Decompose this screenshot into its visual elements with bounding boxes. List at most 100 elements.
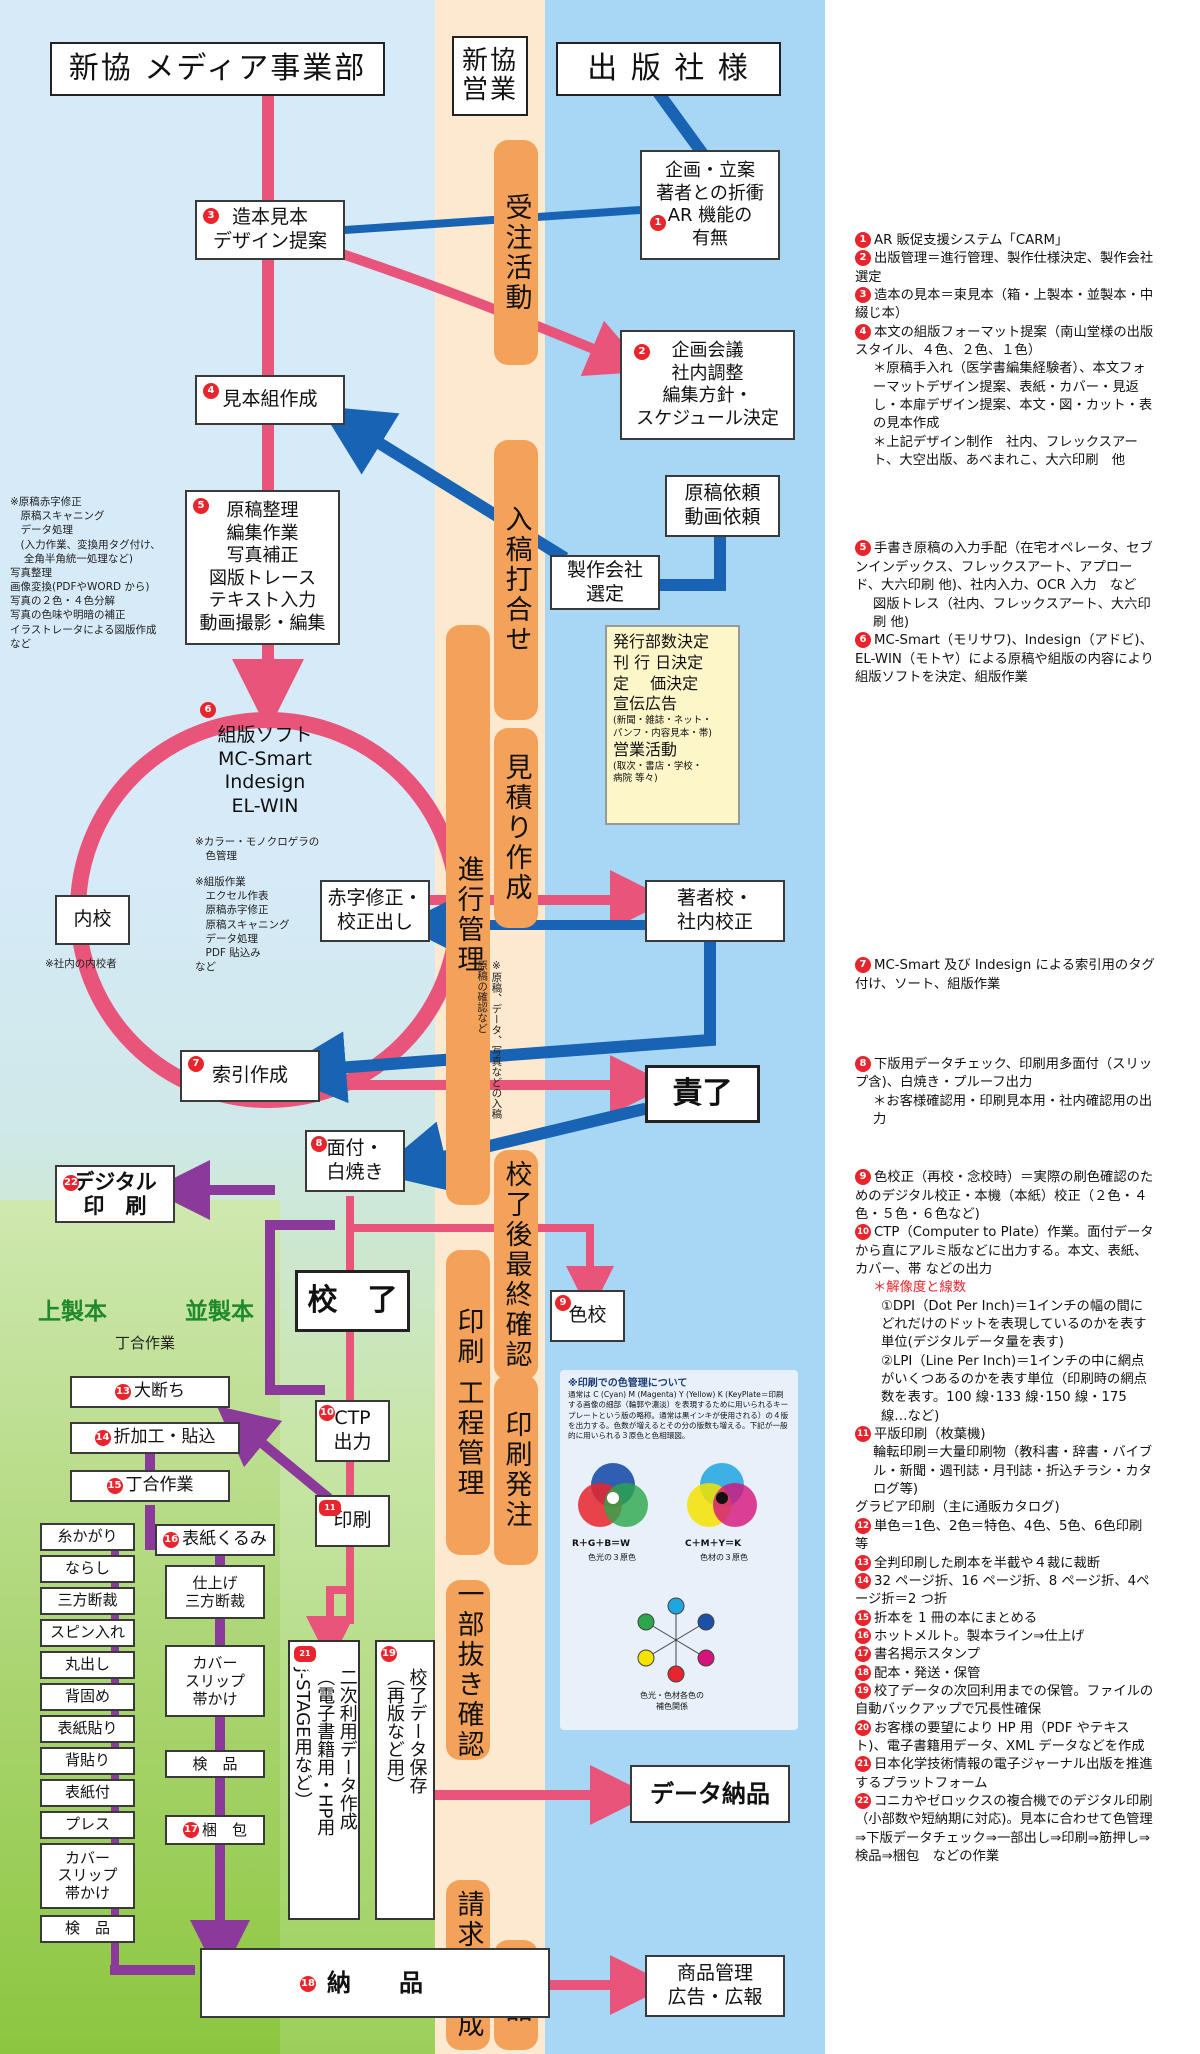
note-text: 単色＝1色、2色＝特色、4色、5色、6色印刷等 [855, 1518, 1143, 1553]
note-text: 平版印刷（枚葉機) [874, 1427, 986, 1443]
yellow-info-box: 発行部数決定 刊 行 日決定 定 価決定 宣伝広告 (新聞・雑誌・ネット・ パン… [605, 625, 740, 825]
hue-wheel [637, 1597, 715, 1683]
note-number-badge: 16 [855, 1627, 871, 1644]
cmy-circles [687, 1463, 757, 1527]
note-text: 色校正（再校・念校時）＝実際の刷色確認のためのデジタル校正・本機（本紙）校正（２… [855, 1170, 1154, 1222]
eigyo-sub: (取次・書店・学校・ 病院 等々) [613, 760, 703, 785]
kumihan-note: ※組版作業 エクセル作表 原稿赤字修正 原稿スキャニング データ処理 PDF 貼… [195, 876, 290, 974]
note-text: 書名掲示スタンプ [874, 1647, 980, 1663]
bunsu: 発行部数決定 [613, 632, 710, 651]
pill-koryo-kakunin: 校了後最終確認 [494, 1150, 538, 1380]
kankobi: 刊 行 日決定 [613, 652, 704, 672]
note-number-badge: 1 [855, 232, 871, 248]
box-sekiryo: 責了 [645, 1065, 760, 1123]
box-shohin: 商品管理 広告・広報 [645, 1955, 785, 2017]
note-text: 全判印刷した刷本を半截や４裁に裁断 [874, 1555, 1101, 1571]
cmy-caption: 色材の３原色 [700, 1553, 748, 1562]
note-number-badge: 13 [855, 1554, 871, 1571]
pill-juchu: 受注活動 [494, 140, 538, 365]
color-panel: ※印刷での色管理について 通常は C (Cyan) M (Magenta) Y … [560, 1370, 798, 1730]
note-number-badge: 2 [855, 250, 871, 267]
wheel-r [667, 1665, 685, 1683]
binding-step-left: 背固め [40, 1683, 135, 1711]
wheel-m [697, 1649, 715, 1667]
num-badge: 2 [634, 344, 650, 360]
note-number-badge: 14 [855, 1572, 871, 1589]
num-badge: 6 [200, 702, 216, 718]
genko-note: ※原稿赤字修正 原稿スキャニング データ処理 (入力作業、変換用タグ付け、 全角… [10, 496, 161, 650]
note-item: 図版トレス（社内、フレックスアート、大六印刷 他) [855, 596, 1155, 633]
note-text: 出版管理＝進行管理、製作仕様決定、製作会社選定 [855, 251, 1154, 285]
purple-to-nohin [110, 1890, 220, 1970]
num-badge: 8 [311, 1136, 327, 1152]
num-badge: 4 [203, 383, 219, 399]
binding-step-left: 表紙貼り [40, 1715, 135, 1743]
pink-to-niji [306, 1586, 354, 1664]
note-text: 造本の見本＝束見本（箱・上製本・並製本・中綴じ本） [855, 288, 1154, 322]
note-text: MC-Smart 及び Indesign による索引用のタグ付け、ソート、組版作… [855, 958, 1155, 992]
box-akaji: 赤字修正・ 校正出し [320, 880, 430, 942]
blue-irai-seisaku [634, 534, 726, 591]
num-badge: 3 [203, 208, 219, 224]
note-text: グラビア印刷（主に通販カタログ) [855, 1500, 1060, 1516]
note-number-badge: 9 [855, 1169, 871, 1186]
num-badge: 5 [193, 498, 209, 514]
num-badge: 19 [381, 1646, 397, 1662]
blue-chosha-sakuin [274, 939, 716, 1104]
wheel-c [667, 1597, 685, 1615]
num-badge: 22 [63, 1175, 79, 1191]
num-badge: 18 [300, 1976, 316, 1992]
box-seisaku: 製作会社 選定 [550, 555, 660, 610]
rgb-green [604, 1483, 648, 1527]
note-text: MC-Smart（モリサワ)、Indesign（アドビ)、EL-WIN（モトヤ）… [855, 633, 1154, 685]
naiko-note: ※社内の内校者 [45, 958, 117, 970]
blue-kikaku-zohon [340, 205, 645, 235]
wheel-b [697, 1613, 715, 1631]
header-media: 新協 メディア事業部 [50, 42, 385, 96]
teika: 定 価決定 [613, 673, 699, 693]
note-text: ②LPI（Line Per Inch)＝1インチの中に網点がいくつあるのかを表す… [881, 1353, 1147, 1424]
note-text: 本文の組版フォーマット提案（南山堂様の出版スタイル、４色、２色、１色） [855, 324, 1154, 359]
binding-step-right: カバー スリップ 帯かけ [165, 1645, 265, 1717]
cmy-black-center [716, 1492, 728, 1504]
note-text: 手書き原稿の入力手配（在宅オペレータ、セブンインデックス、フレックスアート、アプ… [855, 541, 1153, 594]
pink-shikiko [346, 1224, 614, 1314]
num-badge: 17 [182, 1822, 199, 1838]
pill-nuki: 一部抜き確認 [446, 1580, 490, 1760]
header-publisher: 出 版 社 様 [556, 42, 781, 96]
note-text: ＊解像度と線数 [873, 1280, 967, 1296]
binding-step-left: 三方断裁 [40, 1587, 135, 1615]
num-badge: 13 [115, 1384, 131, 1400]
note-number-badge: 5 [855, 540, 871, 557]
note-number-badge: 22 [855, 1792, 871, 1809]
cmy-magenta [713, 1483, 757, 1527]
note-text: ＊原稿手入れ（医学書編集経験者）、本文フォーマットデザイン提案、表紙・カバー・見… [873, 361, 1153, 432]
rgb-circles [578, 1463, 648, 1527]
note-item: ＊上記デザイン制作 社内、フレックスアート、大空出版、あべまれこ、大六印刷 他 [855, 434, 1155, 471]
